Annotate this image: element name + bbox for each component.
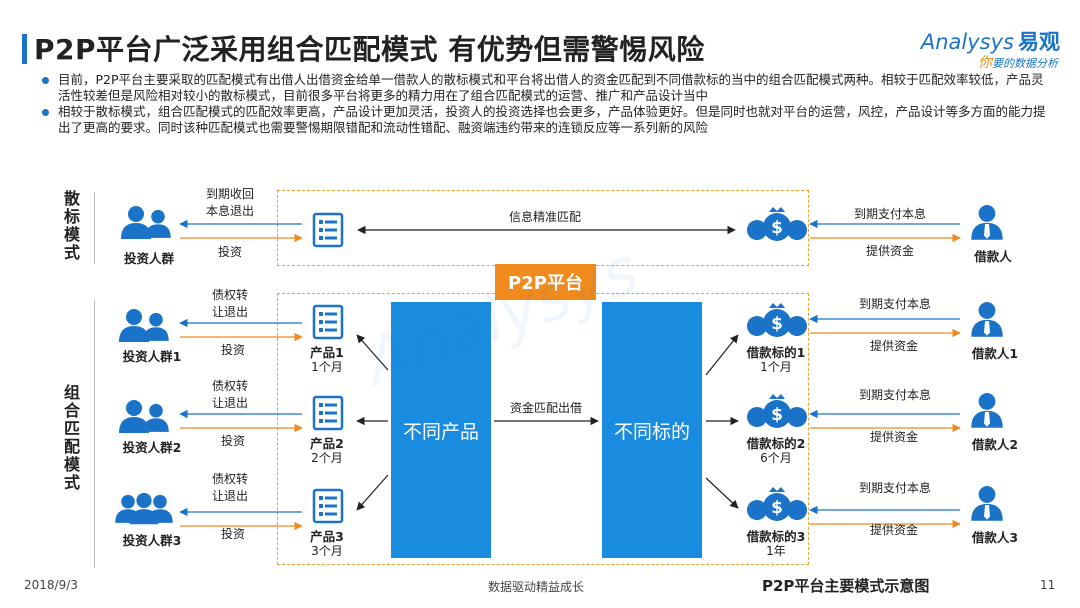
combo-exit-text-1: 债权转 [211, 379, 248, 393]
svg-text:$: $ [771, 498, 783, 518]
footer-date: 2018/9/3 [24, 578, 78, 592]
product-name: 产品1 [310, 345, 344, 360]
svg-text:$: $ [771, 314, 783, 334]
product-name: 产品3 [310, 529, 344, 544]
logo-slogan: 你要的数据分析 [978, 52, 1058, 72]
investor-group-icon [119, 400, 169, 433]
page-number: 11 [1040, 578, 1056, 592]
combo-repay-label: 到期支付本息 [858, 481, 931, 495]
money-bag-icon: $ [747, 487, 807, 521]
combo-invest-label: 投资 [220, 434, 245, 448]
money-bag-icon: $ [747, 207, 807, 241]
combo-exit-text-1: 债权转 [211, 288, 248, 302]
target-term: 1年 [766, 544, 786, 558]
product-list-icon [312, 488, 344, 524]
combo-invest-label: 投资 [220, 343, 245, 357]
borrower-icon [971, 393, 1003, 428]
combo-borrower-label: 借款人1 [971, 346, 1019, 361]
combo-borrower-label: 借款人3 [971, 530, 1019, 545]
combo-investors-label: 投资人群1 [122, 349, 182, 364]
scatter-investors-label: 投资人群 [123, 251, 174, 266]
different-targets-block: 不同标的 [602, 302, 702, 558]
scatter-provide-label: 提供资金 [865, 244, 914, 258]
investor-group-icon [115, 492, 173, 525]
logo-cn: 易观 [1018, 30, 1060, 54]
scatter-invest-label: 投资 [217, 245, 242, 259]
combo-provide-label: 提供资金 [869, 430, 918, 444]
side-label-scatter: 散标模式 [63, 189, 80, 262]
logo-slogan-rest: 要的数据分析 [992, 57, 1058, 70]
product-list-icon [312, 212, 344, 248]
combo-provide-label: 提供资金 [869, 339, 918, 353]
combo-exit-text-1: 债权转 [211, 472, 248, 486]
bullet-item: 目前，P2P平台主要采取的匹配模式有出借人出借资金给单一借款人的散标模式和平台将… [40, 72, 1050, 103]
product-list-icon [312, 395, 344, 431]
product-name: 产品2 [310, 436, 344, 451]
money-bag-icon: $ [747, 394, 807, 428]
logo-en: Analysys [920, 30, 1014, 54]
target-name: 借款标的1 [746, 345, 806, 360]
bullet-list: 目前，P2P平台主要采取的匹配模式有出借人出借资金给单一借款人的散标模式和平台将… [40, 72, 1050, 136]
target-term: 1个月 [760, 360, 792, 374]
product-term: 3个月 [311, 544, 343, 558]
product-list-icon [312, 304, 344, 340]
svg-text:$: $ [771, 218, 783, 238]
scatter-repay-label: 到期支付本息 [853, 207, 926, 221]
combo-repay-label: 到期支付本息 [858, 297, 931, 311]
combo-invest-label: 投资 [220, 527, 245, 541]
platform-label: P2P平台 [495, 264, 596, 300]
scatter-match-label: 信息精准匹配 [508, 210, 581, 224]
footer-slogan: 数据驱动精益成长 [488, 580, 585, 594]
different-products-block: 不同产品 [391, 302, 491, 558]
combo-repay-label: 到期支付本息 [858, 388, 931, 402]
combo-exit-text-2: 让退出 [211, 396, 248, 410]
side-label-combo: 组合匹配模式 [63, 383, 80, 492]
combo-exit-text-2: 让退出 [211, 305, 248, 319]
combo-borrower-label: 借款人2 [971, 437, 1019, 452]
investor-group-icon [121, 206, 171, 239]
product-term: 1个月 [311, 360, 343, 374]
side-divider [94, 192, 95, 264]
borrower-icon [971, 302, 1003, 337]
title-accent-bar [22, 34, 27, 64]
diagram-caption: P2P平台主要模式示意图 [762, 577, 930, 595]
page-title: P2P平台广泛采用组合匹配模式 有优势但需警惕风险 [34, 33, 705, 66]
borrower-icon [971, 205, 1003, 240]
combo-exit-text-2: 让退出 [211, 489, 248, 503]
scatter-borrower-label: 借款人 [974, 249, 1012, 264]
target-term: 6个月 [760, 451, 792, 465]
target-name: 借款标的2 [746, 436, 806, 451]
combo-investors-label: 投资人群3 [122, 533, 182, 548]
scatter-return-text-1: 到期收回 [205, 187, 254, 201]
product-term: 2个月 [311, 451, 343, 465]
scatter-return-text-2: 本息退出 [205, 204, 254, 218]
investor-group-icon [119, 309, 169, 342]
combo-provide-label: 提供资金 [869, 523, 918, 537]
logo-slogan-ni: 你 [978, 55, 992, 71]
borrower-icon [971, 486, 1003, 521]
target-name: 借款标的3 [746, 529, 806, 544]
combo-investors-label: 投资人群2 [122, 440, 182, 455]
side-divider [94, 300, 95, 568]
money-bag-icon: $ [747, 303, 807, 337]
bullet-item: 相较于散标模式，组合匹配模式的匹配效率更高，产品设计更加灵活，投资人的投资选择也… [40, 104, 1050, 135]
fund-match-label: 资金匹配出借 [509, 401, 582, 415]
svg-text:$: $ [771, 405, 783, 425]
